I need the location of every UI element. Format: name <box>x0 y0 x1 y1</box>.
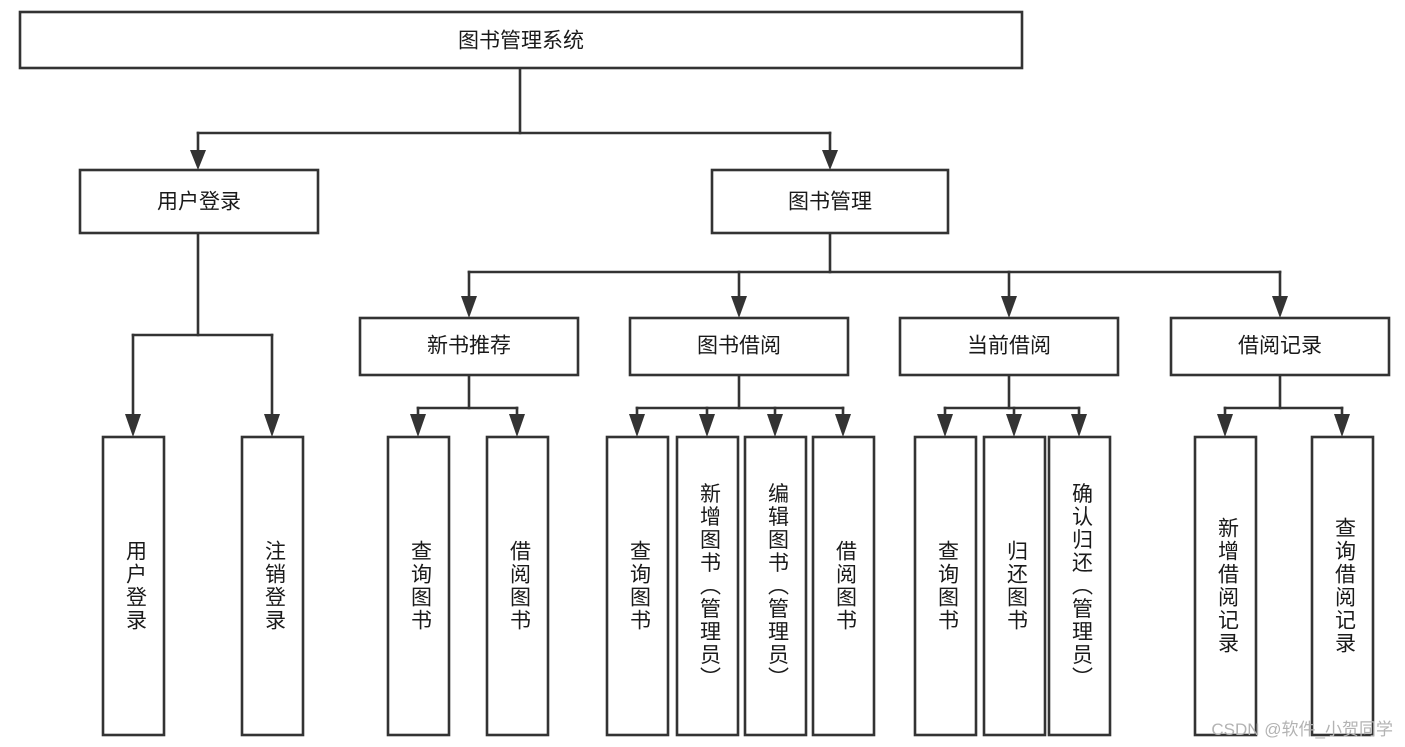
leaf-query-book-2-label: 查询图书 <box>627 540 651 632</box>
leaf-add-book[interactable]: 新增图书（管理员） <box>675 435 740 737</box>
arrowhead-leaf-confirm-return <box>1071 414 1087 437</box>
leaf-borrow-book-2-box[interactable] <box>811 435 876 737</box>
arrowhead-borrow-record <box>1272 296 1288 318</box>
arrowhead-book-borrow <box>731 296 747 318</box>
node-current-borrow-box[interactable] <box>898 316 1120 377</box>
leaf-confirm-return-label: 确认归还（管理员） <box>1069 483 1093 690</box>
leaf-return-book-box[interactable] <box>982 435 1047 737</box>
leaf-query-book-2-box[interactable] <box>605 435 670 737</box>
arrowhead-bookmgmt <box>822 150 838 170</box>
arrowhead-new-book-recommend <box>461 296 477 318</box>
arrowhead-leaf-user-login <box>125 414 141 437</box>
leaf-query-book-3-box[interactable] <box>913 435 978 737</box>
leaf-query-book-1-box[interactable] <box>386 435 451 737</box>
node-book-borrow-label: 图书借阅 <box>697 335 781 358</box>
leaf-query-borrow-record[interactable]: 查询借阅记录 <box>1310 435 1375 737</box>
connector-group <box>125 66 1350 437</box>
arrowhead-leaf-borrow-book-2 <box>835 414 851 437</box>
leaf-borrow-book-1-label: 借阅图书 <box>507 540 531 632</box>
node-book-management[interactable]: 图书管理 <box>710 168 950 235</box>
arrowhead-leaf-query-book-1 <box>410 414 426 437</box>
leaf-add-borrow-record-box[interactable] <box>1193 435 1258 737</box>
node-book-borrow[interactable]: 图书借阅 <box>628 316 850 377</box>
leaf-borrow-book-1-box[interactable] <box>485 435 550 737</box>
leaf-edit-book-box[interactable] <box>743 435 808 737</box>
leaf-logout-login-label: 注销登录 <box>262 540 286 632</box>
leaf-logout-login[interactable]: 注销登录 <box>240 435 305 737</box>
node-root-label: 图书管理系统 <box>458 30 584 53</box>
node-new-book-recommend-box[interactable] <box>358 316 580 377</box>
node-book-management-box[interactable] <box>710 168 950 235</box>
leaf-logout-login-box[interactable] <box>240 435 305 737</box>
node-user-login-box[interactable] <box>78 168 320 235</box>
leaf-query-book-3-label: 查询图书 <box>935 540 959 632</box>
node-borrow-record[interactable]: 借阅记录 <box>1169 316 1391 377</box>
node-current-borrow-label: 当前借阅 <box>967 335 1051 358</box>
node-new-book-recommend-label: 新书推荐 <box>427 335 511 358</box>
leaf-borrow-book-2[interactable]: 借阅图书 <box>811 435 876 737</box>
leaf-query-borrow-record-box[interactable] <box>1310 435 1375 737</box>
node-book-borrow-box[interactable] <box>628 316 850 377</box>
arrowhead-leaf-add-borrow-record <box>1217 414 1233 437</box>
leaf-add-borrow-record-label: 新增借阅记录 <box>1215 517 1239 655</box>
leaf-query-book-2[interactable]: 查询图书 <box>605 435 670 737</box>
arrowhead-leaf-query-book-2 <box>629 414 645 437</box>
node-root-title[interactable]: 图书管理系统 <box>18 10 1024 70</box>
arrowhead-leaf-borrow-book-1 <box>509 414 525 437</box>
arrowhead-leaf-edit-book <box>767 414 783 437</box>
leaf-query-borrow-record-label: 查询借阅记录 <box>1332 517 1356 655</box>
node-current-borrow[interactable]: 当前借阅 <box>898 316 1120 377</box>
leaf-add-book-label: 新增图书（管理员） <box>697 483 721 690</box>
leaf-return-book-label: 归还图书 <box>1004 540 1028 632</box>
leaf-confirm-return-box[interactable] <box>1047 435 1112 737</box>
arrowhead-leaf-query-book-3 <box>937 414 953 437</box>
arrowhead-leaf-add-book <box>699 414 715 437</box>
leaf-add-borrow-record[interactable]: 新增借阅记录 <box>1193 435 1258 737</box>
node-new-book-recommend[interactable]: 新书推荐 <box>358 316 580 377</box>
arrowhead-leaf-logout-login <box>264 414 280 437</box>
leaf-add-book-box[interactable] <box>675 435 740 737</box>
leaf-user-login-label: 用户登录 <box>123 540 147 632</box>
node-root-box[interactable] <box>18 10 1024 70</box>
node-user-login-label: 用户登录 <box>157 191 241 214</box>
leaf-user-login[interactable]: 用户登录 <box>101 435 166 737</box>
leaf-query-book-3[interactable]: 查询图书 <box>913 435 978 737</box>
leaf-confirm-return[interactable]: 确认归还（管理员） <box>1047 435 1112 737</box>
node-borrow-record-label: 借阅记录 <box>1238 335 1322 358</box>
leaf-borrow-book-2-label: 借阅图书 <box>833 540 857 632</box>
arrowhead-leaf-return-book <box>1006 414 1022 437</box>
node-book-management-label: 图书管理 <box>788 191 872 214</box>
leaf-edit-book[interactable]: 编辑图书（管理员） <box>743 435 808 737</box>
leaf-query-book-1[interactable]: 查询图书 <box>386 435 451 737</box>
arrowhead-userlogin <box>190 150 206 170</box>
node-user-login[interactable]: 用户登录 <box>78 168 320 235</box>
arrowhead-leaf-query-borrow-record <box>1334 414 1350 437</box>
arrowhead-current-borrow <box>1001 296 1017 318</box>
leaf-return-book[interactable]: 归还图书 <box>982 435 1047 737</box>
leaf-borrow-book-1[interactable]: 借阅图书 <box>485 435 550 737</box>
leaf-query-book-1-label: 查询图书 <box>408 540 432 632</box>
node-borrow-record-box[interactable] <box>1169 316 1391 377</box>
leaf-user-login-box[interactable] <box>101 435 166 737</box>
leaf-edit-book-label: 编辑图书（管理员） <box>765 483 789 690</box>
